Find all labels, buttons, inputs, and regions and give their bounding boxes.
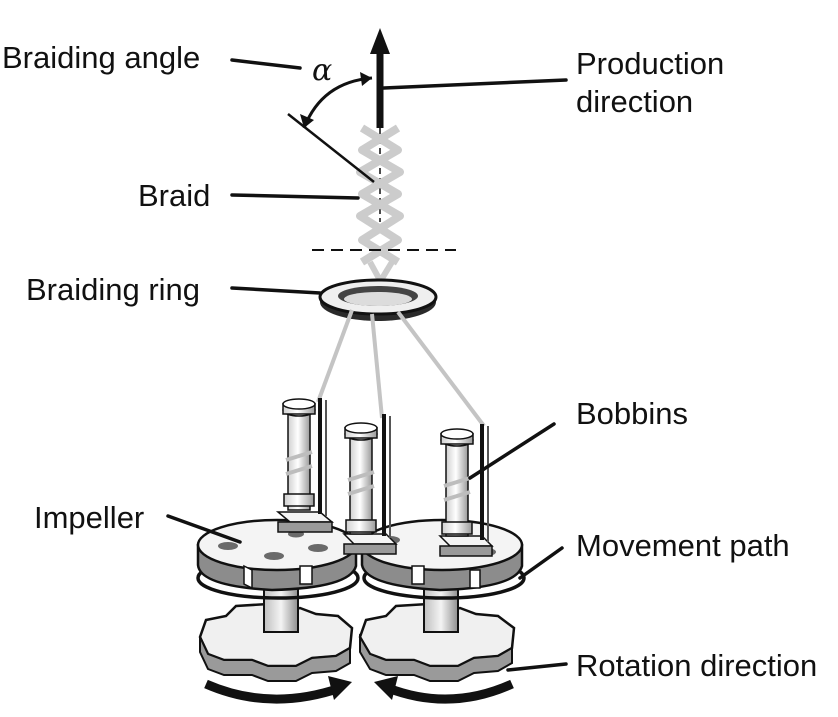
braiding-angle-marker: [287, 72, 375, 183]
label-braiding-ring: Braiding ring: [26, 272, 200, 307]
leader-rotation-direction: [506, 662, 568, 672]
label-movement-path: Movement path: [576, 528, 790, 563]
yarn-threads: [316, 309, 486, 428]
gear-right: [358, 602, 516, 682]
leader-bobbins: [468, 422, 556, 480]
gear-left: [198, 602, 354, 682]
rotation-arrow-right: [374, 676, 514, 704]
label-alpha: α: [312, 53, 332, 88]
leader-production-direction: [382, 78, 568, 90]
label-production-line2: direction: [576, 84, 693, 119]
label-rotation-direction: Rotation direction: [576, 648, 817, 683]
production-direction-arrow: [370, 28, 390, 222]
braid: [356, 124, 404, 266]
leader-braiding-angle: [230, 58, 302, 70]
label-production-line1: Production: [576, 46, 724, 81]
label-bobbins: Bobbins: [576, 396, 688, 431]
leader-impeller: [166, 514, 242, 544]
bobbin-left: [275, 398, 335, 533]
leader-braiding-ring: [230, 286, 322, 295]
bobbin-middle: [342, 414, 398, 555]
label-braiding-angle: Braiding angle: [2, 40, 200, 75]
label-impeller: Impeller: [34, 500, 144, 535]
leader-movement-path: [518, 546, 564, 580]
bobbin-right: [438, 424, 494, 557]
braiding-ring: [318, 278, 438, 321]
rotation-arrow-left: [204, 676, 352, 704]
label-braid: Braid: [138, 178, 210, 213]
leader-braid: [230, 193, 360, 200]
